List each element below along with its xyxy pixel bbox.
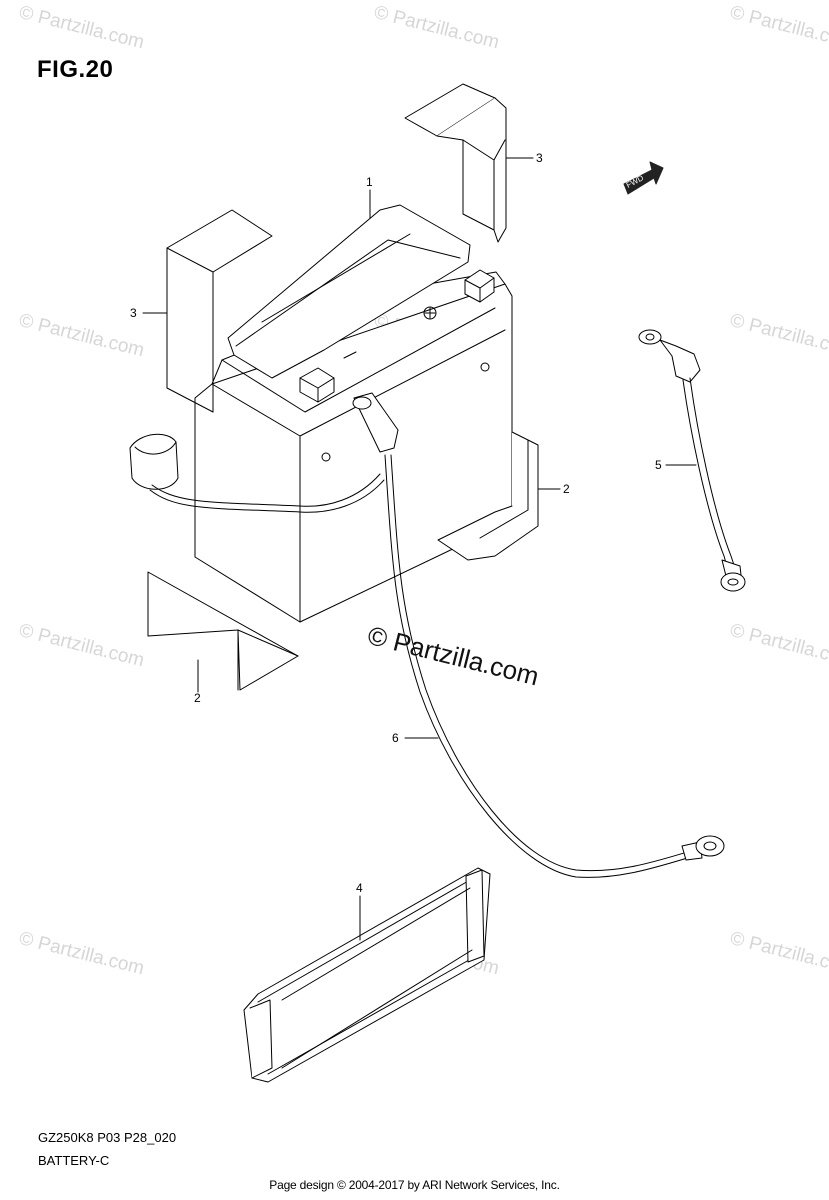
page-credit: Page design © 2004-2017 by ARI Network S…: [269, 1178, 560, 1192]
battery-strap[interactable]: [243, 867, 491, 1083]
forward-marker: FWD: [623, 161, 664, 195]
callout-6: 6: [392, 731, 399, 745]
leader-lines: [142, 157, 697, 941]
callout-5: 5: [655, 458, 662, 472]
callout-3: 3: [130, 306, 137, 320]
callout-2: 2: [563, 482, 570, 496]
model-code: GZ250K8 P03 P28_020: [38, 1130, 177, 1145]
callout-2: 2: [194, 691, 201, 705]
battery-cable-right[interactable]: [638, 329, 746, 592]
battery-bracket-top[interactable]: [404, 83, 507, 243]
battery[interactable]: [129, 204, 513, 623]
battery-bracket-bottom[interactable]: [147, 571, 299, 691]
figure-title: FIG.20: [37, 56, 114, 83]
callout-1: 1: [366, 175, 373, 189]
section-name: BATTERY-C: [38, 1153, 110, 1168]
battery-cover-left[interactable]: [166, 209, 273, 413]
callout-3: 3: [536, 151, 543, 165]
battery-cable-center[interactable]: [352, 392, 725, 878]
battery-bracket-right[interactable]: [437, 431, 539, 561]
callout-4: 4: [356, 881, 363, 895]
